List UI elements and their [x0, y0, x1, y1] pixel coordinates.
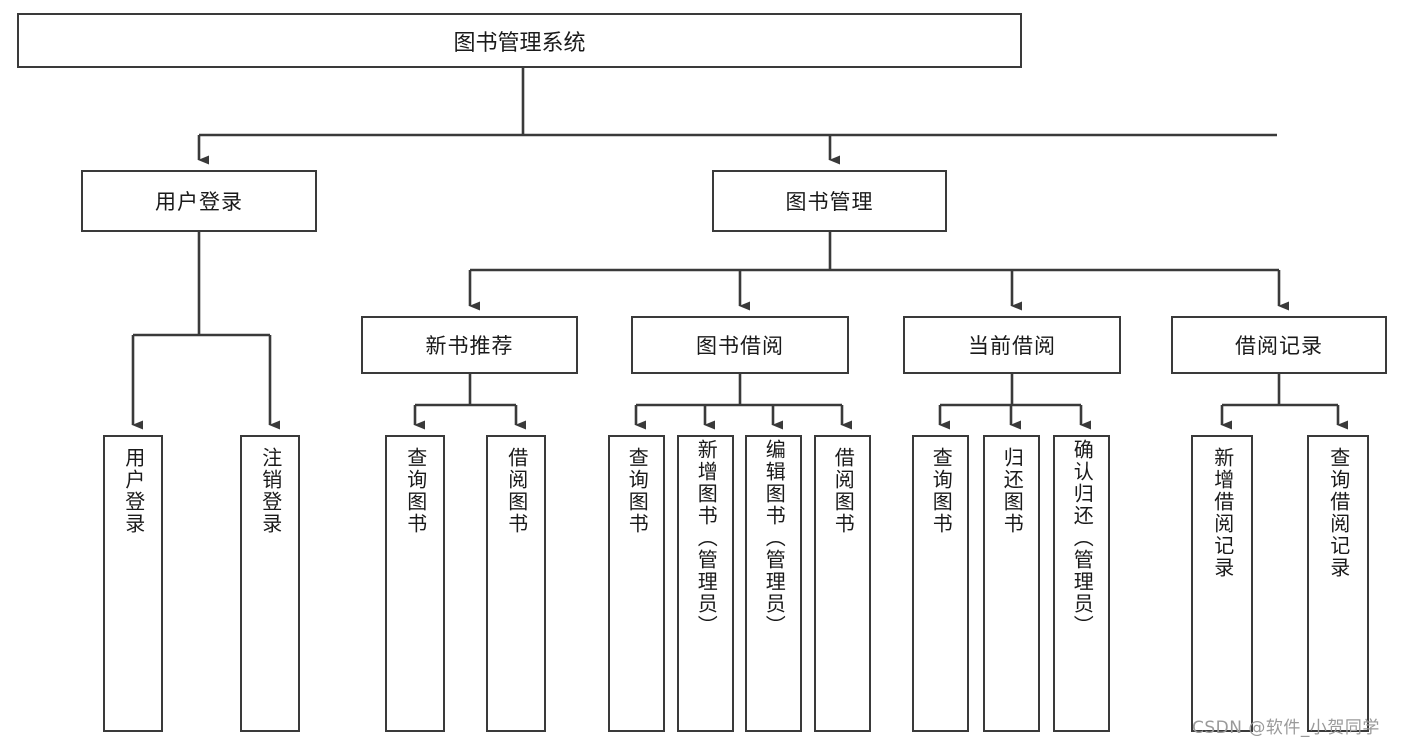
node-book-manage-label: 图书管理: [785, 190, 874, 214]
node-leaf-query-record[interactable]: 查询借阅记录: [1307, 435, 1369, 732]
node-leaf-query-book-3[interactable]: 查询图书: [912, 435, 969, 732]
node-leaf-query-book-2-label: 查询图书: [625, 447, 650, 535]
node-leaf-query-book-2[interactable]: 查询图书: [608, 435, 665, 732]
csdn-watermark: CSDN @软件_小贺同学: [1192, 718, 1380, 738]
node-leaf-query-book-1[interactable]: 查询图书: [385, 435, 445, 732]
node-current-borrow-label: 当前借阅: [968, 334, 1056, 358]
node-book-manage[interactable]: 图书管理: [712, 170, 947, 232]
node-leaf-user-login[interactable]: 用户登录: [103, 435, 163, 732]
node-borrow-record-label: 借阅记录: [1235, 334, 1323, 358]
node-user-login[interactable]: 用户登录: [81, 170, 317, 232]
node-new-book-rec[interactable]: 新书推荐: [361, 316, 578, 374]
node-leaf-user-login-label: 用户登录: [121, 447, 146, 535]
node-leaf-add-book-label: 新增图书（管理员）: [694, 439, 719, 637]
node-user-login-label: 用户登录: [155, 190, 243, 214]
node-borrow-record[interactable]: 借阅记录: [1171, 316, 1387, 374]
node-leaf-query-book-1-label: 查询图书: [403, 447, 428, 535]
node-leaf-query-record-label: 查询借阅记录: [1326, 447, 1351, 579]
node-leaf-add-record-label: 新增借阅记录: [1210, 447, 1235, 579]
node-leaf-edit-book-label: 编辑图书（管理员）: [762, 439, 787, 637]
node-leaf-user-logout-label: 注销登录: [258, 447, 283, 535]
node-leaf-user-logout[interactable]: 注销登录: [240, 435, 300, 732]
node-new-book-rec-label: 新书推荐: [425, 334, 514, 358]
node-leaf-query-book-3-label: 查询图书: [929, 447, 954, 535]
node-leaf-borrow-book-1-label: 借阅图书: [504, 447, 529, 535]
node-leaf-borrow-book-2[interactable]: 借阅图书: [814, 435, 871, 732]
node-leaf-confirm-return[interactable]: 确认归还（管理员）: [1053, 435, 1110, 732]
node-leaf-confirm-return-label: 确认归还（管理员）: [1070, 439, 1095, 637]
node-root[interactable]: 图书管理系统: [17, 13, 1022, 68]
node-leaf-add-record[interactable]: 新增借阅记录: [1191, 435, 1253, 732]
node-book-borrow[interactable]: 图书借阅: [631, 316, 849, 374]
node-leaf-add-book[interactable]: 新增图书（管理员）: [677, 435, 734, 732]
node-current-borrow[interactable]: 当前借阅: [903, 316, 1121, 374]
node-leaf-return-book[interactable]: 归还图书: [983, 435, 1040, 732]
node-leaf-return-book-label: 归还图书: [1000, 447, 1025, 535]
node-root-label: 图书管理系统: [453, 30, 586, 56]
node-book-borrow-label: 图书借阅: [696, 334, 784, 358]
node-leaf-borrow-book-2-label: 借阅图书: [831, 447, 856, 535]
node-leaf-edit-book[interactable]: 编辑图书（管理员）: [745, 435, 802, 732]
node-leaf-borrow-book-1[interactable]: 借阅图书: [486, 435, 546, 732]
